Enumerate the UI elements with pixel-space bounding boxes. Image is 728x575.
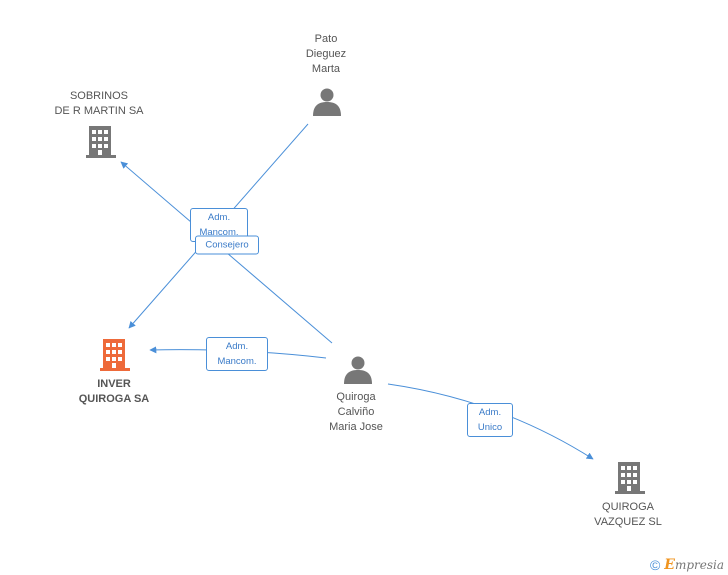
node-label-inver[interactable]: INVER QUIROGA SA: [78, 378, 150, 405]
node-label-pato[interactable]: Pato Dieguez Marta: [305, 33, 347, 75]
edge-label-quiroga-inver[interactable]: Adm. Mancom.: [206, 337, 268, 371]
person-icon[interactable]: [344, 356, 372, 385]
building-icon[interactable]: [100, 339, 130, 371]
brand-logo[interactable]: Empresia: [664, 557, 724, 573]
edge-label-quiroga-vazquez[interactable]: Adm. Unico: [467, 403, 513, 437]
node-label-quiroga-vazquez[interactable]: QUIROGA VAZQUEZ SL: [594, 501, 662, 528]
footer-brand: © Empresia: [650, 557, 724, 573]
person-icon[interactable]: [313, 88, 341, 117]
node-label-quiroga-person[interactable]: Quiroga Calviño Maria Jose: [329, 391, 383, 433]
edge-label-quiroga-sobrinos[interactable]: Consejero: [195, 235, 259, 255]
copyright-icon: ©: [649, 557, 661, 573]
building-icon[interactable]: [86, 126, 116, 158]
building-icon[interactable]: [615, 462, 645, 494]
node-label-sobrinos[interactable]: SOBRINOS DE R MARTIN SA: [54, 90, 144, 117]
